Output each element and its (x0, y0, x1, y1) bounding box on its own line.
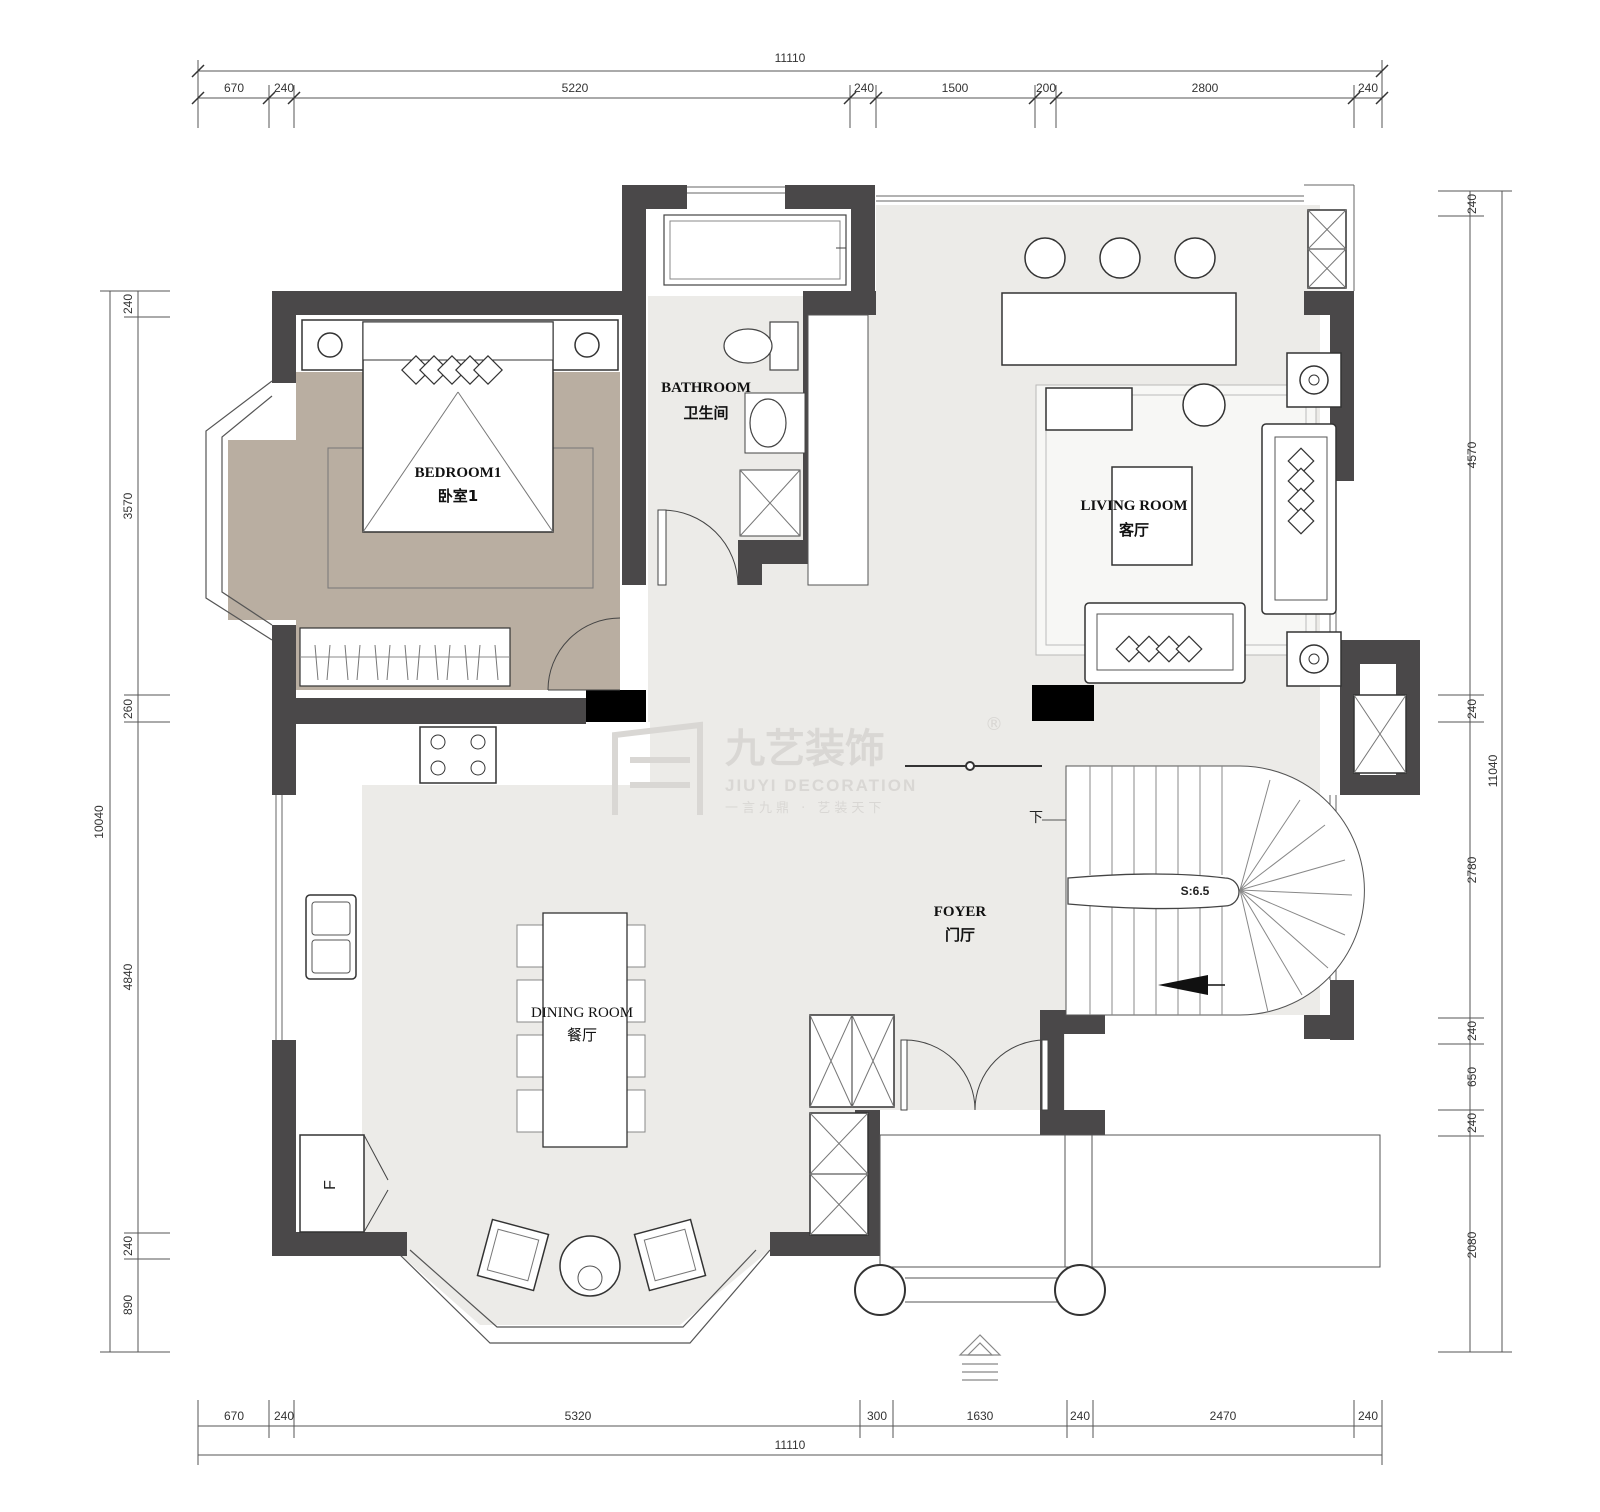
dim-left-seg: 4840 (121, 963, 135, 990)
dimension-lines (100, 60, 1512, 1465)
corner-cabinets (1307, 209, 1407, 774)
dim-left-seg: 260 (121, 699, 135, 719)
dim-bottom-seg: 5320 (565, 1409, 592, 1423)
dim-right-seg: 2080 (1465, 1231, 1479, 1258)
bar-counter (1001, 292, 1237, 366)
dim-top-seg: 200 (1036, 81, 1056, 95)
dim-left-seg: 240 (121, 294, 135, 314)
dim-right-seg: 240 (1465, 1113, 1479, 1133)
dim-bottom-seg: 240 (1070, 1409, 1090, 1423)
dining-label-en: DINING ROOM (531, 1005, 633, 1021)
dim-bottom-seg: 300 (867, 1409, 887, 1423)
living-label-zh: 客厅 (1118, 521, 1149, 539)
dim-left-seg: 240 (121, 1236, 135, 1256)
entry-doors (900, 1039, 1049, 1111)
dim-bottom-seg: 1630 (967, 1409, 994, 1423)
foyer-label-en: FOYER (934, 904, 987, 920)
porch (879, 1134, 1381, 1303)
dim-top-seg: 2800 (1192, 81, 1219, 95)
dim-top-seg: 240 (854, 81, 874, 95)
lounge-chairs (476, 1218, 707, 1297)
toilet (723, 321, 799, 371)
dining-label-zh: 餐厅 (567, 1026, 597, 1044)
dim-bottom-seg: 240 (1358, 1409, 1378, 1423)
kitchen-sink (305, 894, 357, 980)
side-stool (1182, 383, 1226, 427)
dim-top-total: 11110 (775, 51, 806, 65)
bedroom-wardrobe (299, 627, 511, 687)
bathroom-label-en: BATHROOM (661, 380, 751, 396)
shoe-cabinet (809, 1014, 895, 1236)
staircase (1065, 765, 1365, 1016)
stair-label: S:6.5 (1181, 884, 1210, 898)
dim-bottom-seg: 2470 (1210, 1409, 1237, 1423)
brand-logo-icon (612, 721, 703, 815)
dim-left-total: 10040 (92, 805, 106, 839)
bathroom-sink (744, 392, 806, 454)
watermark-brand-zh: 九艺装饰 (725, 726, 885, 772)
watermark-slogan: 一言九鼎 · 艺装天下 (725, 801, 885, 816)
bedroom-label-en: BEDROOM1 (415, 465, 502, 481)
section-marker (905, 761, 1042, 771)
porch-columns (854, 1264, 1106, 1316)
dim-left-seg: 3570 (121, 492, 135, 519)
watermark-brand-en: JIUYI DECORATION (725, 776, 917, 795)
dim-top-seg: 670 (224, 81, 244, 95)
sofa-right (1261, 423, 1337, 615)
dim-right-seg: 4570 (1465, 441, 1479, 468)
dim-top-seg: 240 (274, 81, 294, 95)
sofa-bottom (1084, 602, 1246, 684)
dim-bottom-total: 11110 (775, 1438, 806, 1452)
dim-right-seg: 2780 (1465, 856, 1479, 883)
dim-left-seg: 890 (121, 1295, 135, 1315)
living-label-en: LIVING ROOM (1080, 498, 1187, 514)
fridge (299, 1134, 389, 1233)
bedroom-label-zh: 卧室1 (438, 487, 478, 505)
fridge-label: F (322, 1180, 339, 1190)
bath-cabinet (807, 314, 869, 586)
dim-right-seg: 240 (1465, 194, 1479, 214)
shower (739, 469, 801, 537)
side-desk (1045, 387, 1133, 431)
watermark: 九艺装饰 ® JIUYI DECORATION 一言九鼎 · 艺装天下 (612, 714, 1003, 816)
dim-top-seg: 1500 (942, 81, 969, 95)
dim-right-seg: 240 (1465, 699, 1479, 719)
dim-bottom-seg: 240 (274, 1409, 294, 1423)
dim-top-seg: 240 (1358, 81, 1378, 95)
dim-right-total: 11040 (1486, 754, 1500, 787)
foyer-label-zh: 门厅 (945, 926, 975, 944)
bathtub (663, 214, 847, 286)
cooktop (419, 726, 497, 784)
side-table-bottom (1286, 631, 1342, 687)
bay-window-dining (394, 1249, 771, 1344)
bed (301, 319, 619, 589)
bedroom-door (547, 617, 621, 691)
dimension-ticks (191, 64, 1389, 105)
dim-top-seg: 5220 (562, 81, 589, 95)
north-arrow (958, 1334, 1002, 1381)
bay-window-bedroom (205, 380, 273, 641)
coffee-table (1111, 466, 1193, 566)
dim-right-seg: 650 (1465, 1067, 1479, 1087)
watermark-registered: ® (985, 714, 1003, 735)
side-table-top (1286, 352, 1342, 408)
dim-right-seg: 240 (1465, 1021, 1479, 1041)
bathroom-label-zh: 卫生间 (683, 404, 728, 422)
dim-bottom-seg: 670 (224, 1409, 244, 1423)
stair-down-label: 下 (1029, 810, 1043, 826)
bar-stools (1024, 237, 1216, 279)
dining-table (516, 912, 646, 1148)
